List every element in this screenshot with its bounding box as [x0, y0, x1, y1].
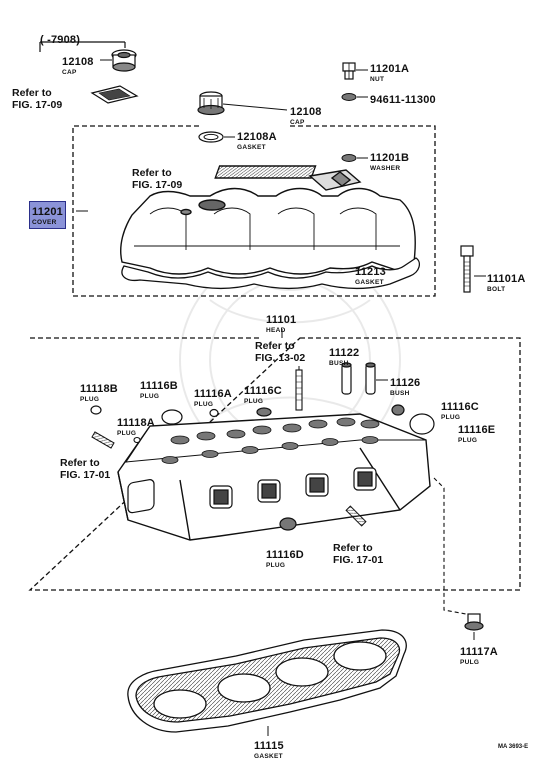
cover-bolt	[460, 245, 474, 293]
plug-11116e	[409, 413, 435, 435]
cap-gasket-ring	[198, 131, 224, 143]
head-group-box	[28, 337, 521, 591]
plug-11116b	[161, 409, 183, 425]
plug-11116c-right	[391, 404, 405, 416]
dowel-pin-left	[91, 431, 115, 449]
inset-gasket-drawing	[90, 85, 139, 104]
plug-11118b	[90, 405, 102, 415]
dowel-pin-bottom	[345, 505, 367, 527]
inset-bracket	[39, 41, 126, 52]
cover-group-box	[72, 125, 436, 297]
plug-11117a	[464, 613, 484, 631]
label-nut-seal: 94611-11300	[370, 94, 436, 106]
head-stud	[295, 369, 303, 411]
nut-seal-washer	[341, 93, 357, 101]
cylinder-head	[117, 413, 431, 541]
valve-cover	[120, 165, 416, 275]
cover-nut	[342, 62, 356, 80]
plug-11116c-left	[256, 407, 272, 417]
head-gasket	[127, 629, 407, 733]
washer	[341, 154, 357, 162]
plug-11118a	[133, 436, 141, 444]
inset-cap-drawing	[111, 49, 137, 72]
range-note: ( -7908)	[40, 34, 81, 46]
cover-gasket	[121, 257, 421, 290]
plug-11116a	[209, 408, 219, 418]
plug-11117a-leader	[433, 477, 467, 615]
bush-pair	[341, 362, 376, 395]
head-intake-ports	[127, 467, 377, 514]
figure-code: MA 3693-E	[498, 744, 529, 750]
oil-filler-cap	[197, 91, 225, 116]
head-valve-pattern	[161, 417, 380, 464]
plug-11116d	[279, 517, 297, 531]
